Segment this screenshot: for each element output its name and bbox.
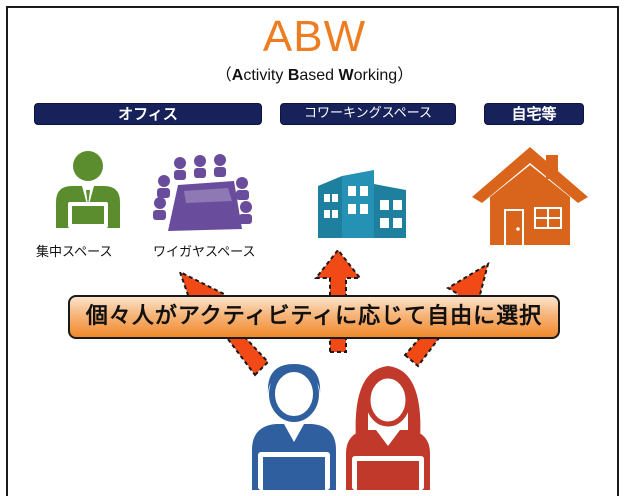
house-icon bbox=[472, 147, 588, 245]
diagram-title: ABW bbox=[262, 12, 367, 61]
focus-worker-icon bbox=[56, 151, 120, 228]
subtitle-open-paren: （ bbox=[215, 67, 232, 84]
caption-collab-space: ワイガヤスペース bbox=[153, 245, 256, 260]
subtitle-letter-w: W bbox=[338, 67, 354, 84]
subtitle-word-based: ased bbox=[299, 67, 339, 84]
caption-focus-space: 集中スペース bbox=[36, 245, 113, 260]
diagram-frame bbox=[6, 6, 619, 496]
office-building-icon bbox=[318, 170, 406, 238]
category-office-label: オフィス bbox=[34, 103, 262, 125]
subtitle-word-working: orking bbox=[353, 67, 398, 84]
subtitle-word-activity: ctivity bbox=[243, 67, 288, 84]
category-home-label: 自宅等 bbox=[484, 103, 584, 125]
meeting-table-icon bbox=[153, 154, 252, 231]
female-worker-icon bbox=[346, 366, 430, 490]
selection-banner: 個々人がアクティビティに応じて自由に選択 bbox=[68, 295, 560, 339]
male-worker-icon bbox=[252, 364, 336, 490]
subtitle-letter-b: B bbox=[287, 67, 300, 84]
diagram-subtitle: （Activity Based Working） bbox=[0, 66, 629, 86]
subtitle-letter-a: A bbox=[231, 67, 244, 84]
subtitle-close-paren: ） bbox=[397, 67, 414, 84]
category-coworking-label: コワーキングスペース bbox=[280, 103, 456, 125]
